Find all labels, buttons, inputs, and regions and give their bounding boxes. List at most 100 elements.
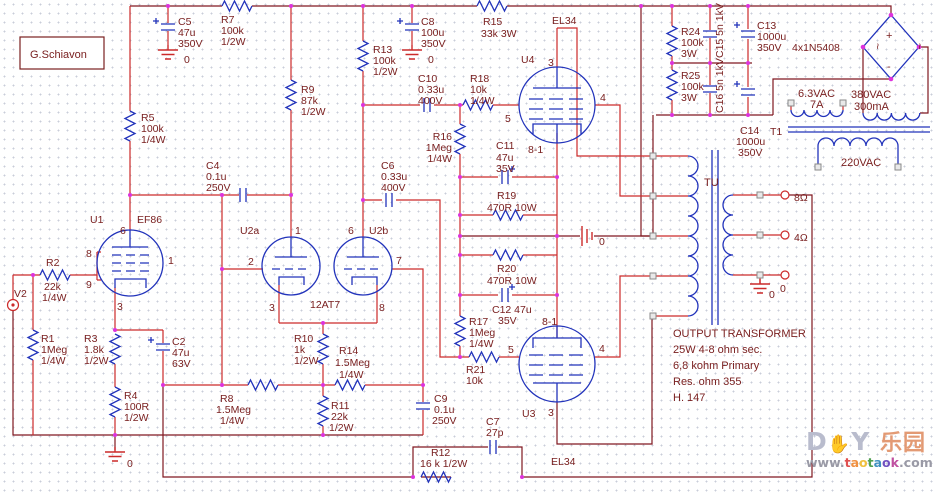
label-heater-current: 7A [810, 99, 824, 111]
tu-primary-tap4 [649, 272, 657, 280]
polarity-plus-C5 [152, 17, 160, 25]
label-c8-v: 100u [421, 27, 445, 39]
wire-bplus-centertap [640, 6, 650, 237]
label-r1: R1 [41, 333, 55, 345]
label-c6-r: 400V [381, 182, 406, 194]
label-c5-r: 350V [178, 38, 203, 50]
resistor-R11 [317, 395, 329, 427]
label-u1-pin6: 6 [120, 225, 126, 237]
label-r25: R25 [681, 70, 700, 82]
label-u1-pin8: 8 [86, 248, 92, 260]
label-r11-v: 22k [331, 411, 349, 423]
label-gnd-c5: 0 [184, 54, 190, 66]
label-r25-v: 100k [681, 81, 705, 93]
label-r25-w: 3W [681, 92, 697, 104]
wire-bridge-to-winding [862, 46, 929, 114]
component-labels: C5 47u 350V 0 R7 100k 1/2W R5 100k 1/4W … [14, 3, 786, 470]
label-r16-w: 1/4W [427, 153, 452, 165]
label-r3-w: 1/2W [84, 355, 109, 367]
label-r7-v: 100k [221, 25, 245, 37]
resistor-R16 [454, 123, 466, 155]
label-r14-v: 1.5Meg [335, 357, 370, 369]
label-c5: C5 [178, 16, 192, 28]
ground-symbol-r4 [104, 446, 126, 462]
label-ht: 380VAC [851, 89, 891, 101]
label-r20-v: 470R 10W [487, 275, 537, 287]
capacitor-C6 [385, 192, 393, 208]
watermark-logo-cn: 乐园 [880, 431, 927, 456]
label-u1-pin1: 1 [168, 255, 174, 267]
label-u2b-pin7: 7 [396, 255, 402, 267]
label-c12: C12 47u [492, 304, 532, 316]
label-c9: C9 [434, 393, 448, 405]
label-ht-current: 300mA [854, 101, 890, 113]
label-mains: 220VAC [841, 157, 881, 169]
capacitor-C9 [415, 402, 431, 410]
url-a1: a [850, 455, 860, 470]
resistor-R13 [357, 40, 369, 72]
label-u3-pin5: 5 [508, 344, 514, 356]
wire-c6-row-u3grid [363, 199, 519, 358]
label-r17-v: 1Meg [469, 327, 495, 339]
label-r18: R18 [470, 73, 489, 85]
wire-heater-stubs [790, 106, 844, 110]
label-c10-r: 400V [418, 95, 443, 107]
label-r20: R20 [497, 263, 516, 275]
wire-u2a-grid [221, 195, 263, 385]
label-u2a-pin2: 2 [248, 256, 254, 268]
label-c15: C15 5n 1kV [714, 3, 726, 58]
label-r15: R15 [483, 16, 502, 28]
watermark-logo-d: D [806, 427, 828, 456]
tu-core [711, 150, 719, 325]
label-r11: R11 [331, 400, 350, 412]
label-r19: R19 [497, 190, 516, 202]
note-line5: H. 147 [673, 392, 705, 404]
tube-U2a [261, 236, 321, 296]
author-name: G.Schiavon [30, 49, 87, 61]
t1-core [788, 126, 930, 133]
junction-dots [31, 4, 922, 479]
label-bridge-ac-right: ~ [913, 43, 925, 49]
ground-symbol-c8 [401, 44, 423, 60]
label-r21-v: 10k [466, 375, 484, 387]
capacitor-C8 [404, 23, 420, 31]
watermark-logo: D✋Y 乐园 [806, 429, 932, 455]
label-gnd-bus: 0 [599, 236, 605, 248]
tube-U3 [518, 325, 596, 403]
url-www: www. [806, 455, 845, 470]
label-r8-v: 1.5Meg [216, 404, 251, 416]
label-r16-v: 1Meg [426, 142, 452, 154]
label-gnd-r4: 0 [127, 458, 133, 470]
label-r2-w: 1/4W [42, 292, 67, 304]
label-r9-v: 87k [301, 95, 319, 107]
tube-U1 [96, 229, 164, 297]
wire-bridge-minus [772, 78, 891, 115]
label-r12: R12 [431, 447, 450, 459]
label-u3: U3 [522, 408, 536, 420]
output-terminal-8ohm [780, 190, 790, 200]
label-u2a-pin3: 3 [269, 302, 275, 314]
label-r10-v: 1k [294, 344, 306, 356]
label-r1-w: 1/4W [41, 355, 66, 367]
tu-primary-tap1 [649, 152, 657, 160]
label-c7-v: 27p [486, 427, 504, 439]
label-bridge-minus: - [887, 61, 891, 73]
label-el34-top: EL34 [552, 15, 577, 27]
label-r13-v: 100k [373, 55, 397, 67]
label-r14: R14 [339, 345, 358, 357]
label-r7-w: 1/2W [221, 36, 246, 48]
wire-bplus-rail [130, 5, 892, 15]
label-r15-v: 33k 3W [481, 28, 517, 40]
url-a2: a [873, 455, 883, 470]
label-c14: C14 [740, 125, 759, 137]
label-c13: C13 [757, 20, 776, 32]
ground-symbol-cathode-bus [581, 226, 593, 246]
resistor-R25 [666, 69, 678, 101]
label-c16: C16 5n 1kV [714, 58, 726, 113]
label-u3-pin4: 4 [599, 343, 605, 355]
output-terminal-0 [780, 270, 790, 280]
label-r4-w: 1/2W [124, 412, 149, 424]
capacitor-C12 [501, 287, 509, 303]
